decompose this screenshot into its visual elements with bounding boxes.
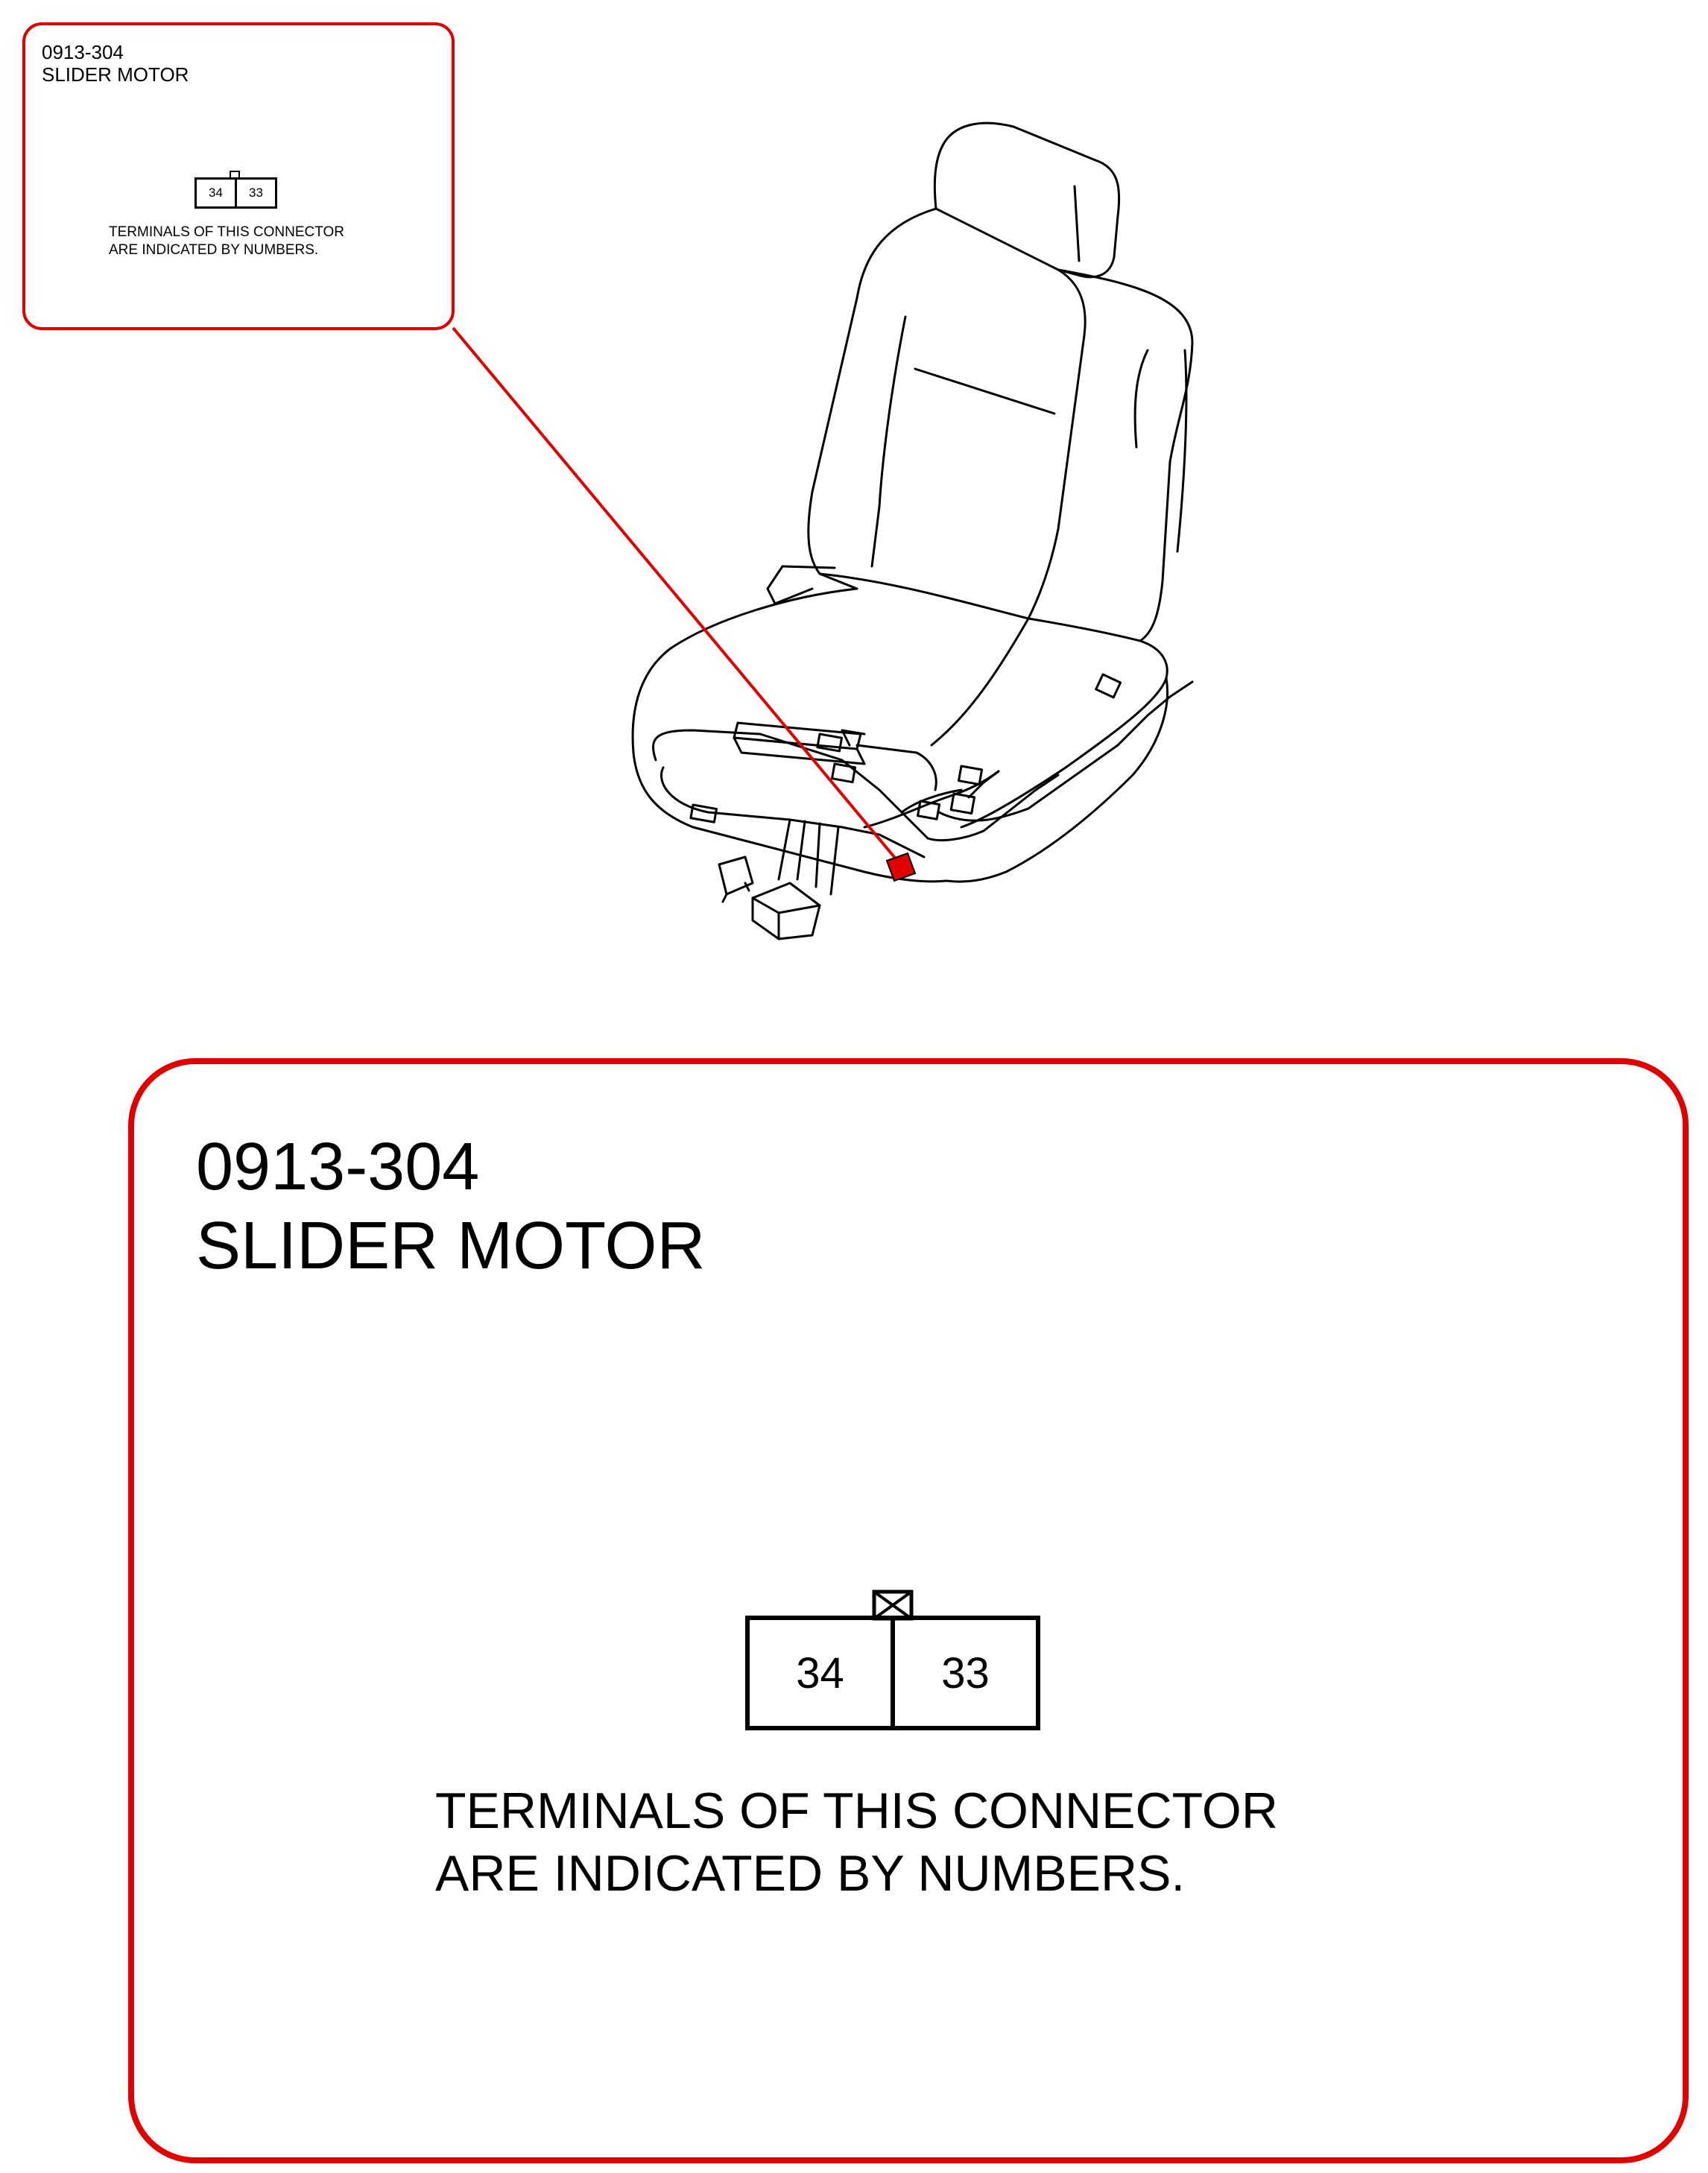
terminal-note-small-line1: TERMINALS OF THIS CONNECTOR [109,224,344,240]
terminal-small: 33 [235,180,275,206]
connector-face-small: 34 33 [194,177,277,209]
connector-lock-icon [872,1590,914,1621]
seat-cushion [631,587,948,883]
seatback [807,207,937,590]
connector-name-small: SLIDER MOTOR [42,63,189,86]
connector-callout-small [22,22,455,330]
harness-module [733,736,866,765]
connector-number: 0913-304 [196,1130,480,1204]
terminal-note-line2: ARE INDICATED BY NUMBERS. [435,1845,1186,1902]
small-plug [718,855,754,896]
terminal-note-line1: TERMINALS OF THIS CONNECTOR [435,1783,1278,1839]
connector-name: SLIDER MOTOR [196,1209,706,1283]
connector-face: 34 33 [745,1616,1040,1730]
terminal: 34 [796,1648,844,1698]
connector-detail-panel [128,1058,1689,2163]
leader-line [452,326,903,867]
terminal: 33 [891,1620,1036,1726]
motor-block [751,882,821,940]
headrest [943,121,1121,279]
wire-harness [652,729,929,840]
seat-harness-illustration [452,121,1194,940]
connector-number-small: 0913-304 [42,41,124,63]
slider-motor-connector-highlight [885,852,917,882]
terminal-note-small-line2: ARE INDICATED BY NUMBERS. [109,242,319,258]
terminal-small: 34 [209,186,223,200]
